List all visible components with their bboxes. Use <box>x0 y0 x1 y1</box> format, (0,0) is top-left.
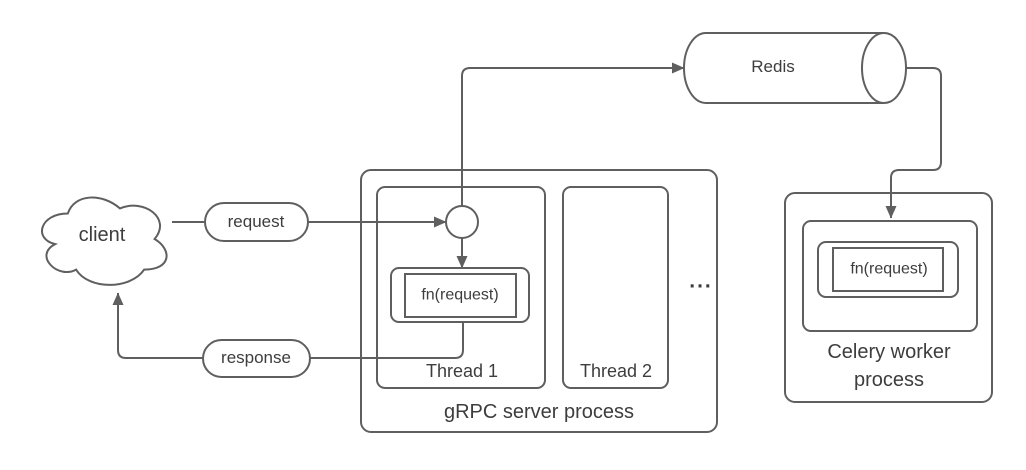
edge-response-to-client <box>112 292 203 359</box>
fn-celery-outer <box>817 241 959 298</box>
fn-thread1-inner <box>404 273 517 318</box>
thread2-box <box>562 186 669 389</box>
response-label: response <box>221 347 291 367</box>
fn-thread1-label: fn(request) <box>421 286 499 304</box>
thread1-label: Thread 1 <box>425 361 499 382</box>
redis-cylinder-cap <box>861 32 907 104</box>
redis-label: Redis <box>751 56 795 76</box>
more-threads-ellipsis: ... <box>689 269 713 293</box>
celery-process-label: Celery worker process <box>827 341 951 391</box>
request-label: request <box>227 211 285 231</box>
edge-entry-to-redis <box>461 62 685 206</box>
client-label: client <box>78 224 126 246</box>
grpc-process-label: gRPC server process <box>443 401 635 423</box>
edge-fn-to-response <box>310 322 464 359</box>
edge-redis-to-celery <box>885 67 942 219</box>
entry-point-circle <box>445 205 479 239</box>
fn-celery-label: fn(request) <box>850 260 928 278</box>
client-cloud-shape <box>41 196 168 286</box>
thread2-label: Thread 2 <box>579 361 653 382</box>
fn-celery-inner <box>832 247 944 292</box>
